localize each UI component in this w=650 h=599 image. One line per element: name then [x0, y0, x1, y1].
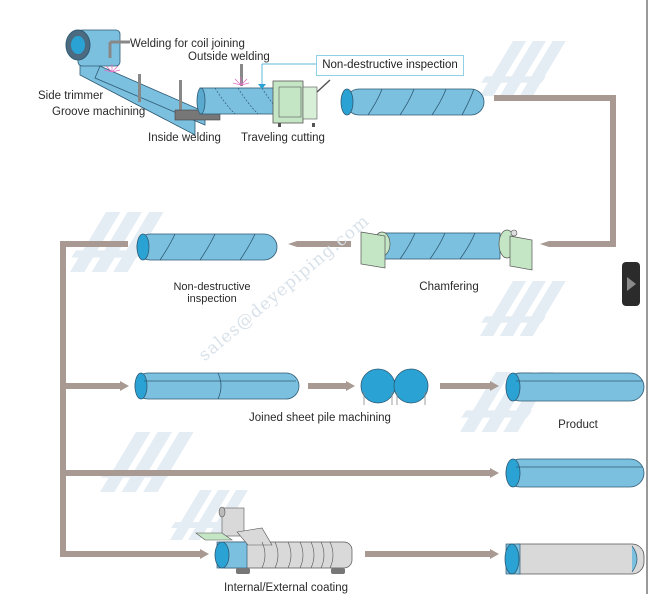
label-coating: Internal/External coating: [223, 582, 349, 594]
label-outside-welding: Outside welding: [188, 51, 270, 63]
arrow-head-final: [490, 549, 499, 559]
arrow-head-roller: [346, 381, 355, 391]
label-chamfering: Chamfering: [419, 281, 479, 293]
arrow-head-ndi: [288, 241, 297, 247]
label-side-trimmer: Side trimmer: [38, 90, 104, 102]
connector-ndi-left: [60, 241, 128, 247]
product-pipe-1: [505, 372, 645, 402]
coated-pipe: [504, 543, 645, 575]
label-groove-machining: Groove machining: [52, 106, 146, 118]
label-inside-welding: Inside welding: [148, 132, 221, 144]
chamfering-machine: [360, 229, 533, 271]
connector-coating-to-final: [365, 551, 490, 557]
label-ndi-line2: inspection: [187, 293, 237, 305]
connector-left-vertical: [60, 241, 66, 554]
traveling-cutter: [272, 80, 304, 124]
pipe-spiral-ndi: [136, 233, 278, 261]
arrow-head-direct: [490, 468, 499, 478]
coating-machine: [195, 506, 353, 574]
flow-connectors: [60, 95, 616, 559]
pipe-spiral-top: [340, 88, 485, 116]
connector-joined-to-roller: [308, 383, 346, 389]
connector-branch-coating: [60, 551, 200, 557]
next-slide-button[interactable]: [622, 262, 640, 306]
arrow-head-product: [490, 381, 499, 391]
label-joined-sheet-pile: Joined sheet pile machining: [249, 412, 391, 424]
arrow-head-coating: [200, 549, 209, 559]
connector-right-vertical: [610, 95, 616, 247]
connector-chamfer-to-ndi: [297, 241, 351, 247]
label-ndi-line1: Non-destructive: [173, 281, 251, 293]
label-welding-coil-joining: Welding for coil joining: [130, 38, 245, 50]
label-traveling-cutting: Traveling cutting: [241, 132, 325, 144]
pipe-joined: [134, 372, 300, 400]
arrow-head-chamfering: [540, 241, 549, 247]
forming-line: [65, 29, 331, 136]
connector-roller-to-product: [440, 383, 490, 389]
arrow-head-joined: [120, 381, 129, 391]
sheet-pile-rollers: [360, 368, 429, 405]
connector-branch-joined: [60, 383, 120, 389]
right-border: [646, 0, 648, 594]
label-non-destructive-inspection-top: Non-destructive inspection: [316, 55, 464, 76]
connector-branch-direct: [60, 470, 490, 476]
connector-top-horizontal: [494, 95, 616, 101]
play-icon: [627, 277, 636, 291]
connector-to-chamfering: [549, 241, 616, 247]
label-product: Product: [558, 419, 598, 431]
product-pipe-2: [505, 458, 645, 488]
